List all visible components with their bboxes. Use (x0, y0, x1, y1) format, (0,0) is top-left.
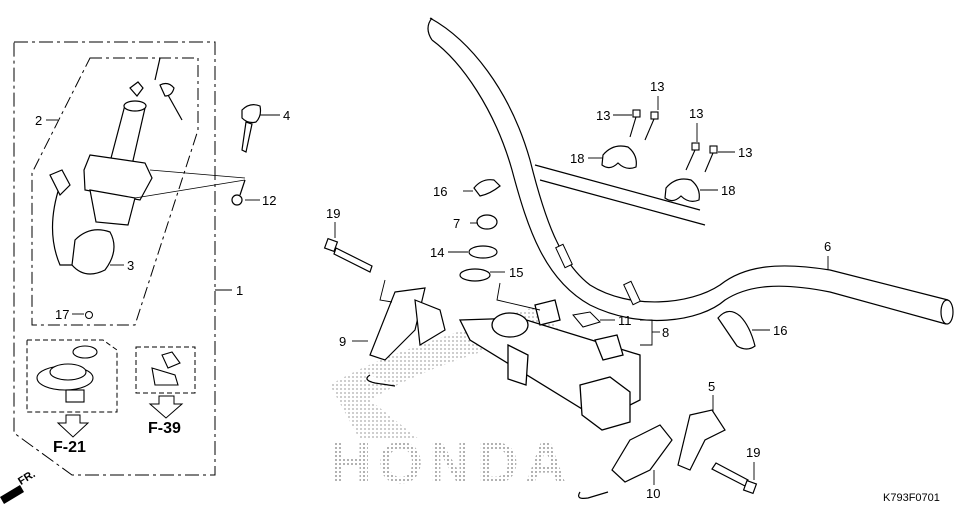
bracket-left-icon (366, 287, 446, 387)
callout-10: 10 (646, 486, 661, 501)
rubber-pad-icon (572, 311, 601, 328)
nut-icon (468, 245, 498, 259)
holder-bolt-icon (629, 109, 718, 173)
callout-15: 15 (509, 265, 524, 280)
front-direction-arrow (0, 485, 24, 504)
callout-16-right: 16 (773, 323, 788, 338)
handlebar-icon (427, 17, 954, 325)
callout-16-top: 16 (433, 184, 448, 199)
seat-lock-icon (151, 351, 181, 386)
screw-icon (231, 179, 246, 206)
callout-19-right: 19 (746, 445, 761, 460)
reference-f39[interactable]: F-39 (148, 420, 181, 437)
callout-13-c: 13 (689, 106, 704, 121)
key-icon (241, 104, 262, 153)
callout-13-b: 13 (650, 79, 665, 94)
ignition-switch-icon (49, 57, 183, 275)
arrow-down-f21 (56, 414, 90, 438)
arrow-down-f39 (148, 395, 184, 419)
clamp-top-icon (473, 179, 501, 197)
callout-4: 4 (283, 108, 291, 123)
callout-6: 6 (824, 239, 832, 254)
diagram-code: K793F0701 (883, 492, 940, 504)
upper-holder-right-icon (664, 178, 700, 202)
handlebar-holder-icon (458, 299, 641, 431)
reference-f21[interactable]: F-21 (53, 439, 86, 456)
callout-13-a: 13 (596, 108, 611, 123)
ignition-kit-boundary (13, 41, 216, 476)
leader-lines (46, 96, 829, 485)
callout-7: 7 (453, 216, 461, 231)
knurl-right (623, 280, 641, 306)
callout-18-a: 18 (570, 151, 585, 166)
callout-2: 2 (35, 113, 43, 128)
clamp-right-icon (717, 310, 756, 350)
callout-5: 5 (708, 379, 716, 394)
cap-icon (476, 214, 498, 230)
washer-icon (459, 268, 491, 282)
bolt-right-icon (711, 462, 758, 495)
screw-small-icon (85, 311, 93, 319)
callout-13-d: 13 (738, 145, 753, 160)
knurl-left (555, 243, 573, 269)
callout-19-left: 19 (326, 206, 341, 221)
callout-1: 1 (236, 283, 244, 298)
bolt-left-icon (323, 237, 373, 273)
fuel-cap-box (26, 339, 118, 413)
callout-9: 9 (339, 334, 347, 349)
callout-3: 3 (127, 258, 135, 273)
seat-lock-box (135, 346, 196, 394)
bracket-right-icon (578, 409, 726, 499)
callout-14: 14 (430, 245, 445, 260)
callout-11: 11 (618, 313, 632, 328)
fuel-cap-icon (36, 345, 98, 403)
upper-holder-left-icon (601, 145, 637, 169)
callout-18-b: 18 (721, 183, 736, 198)
callout-12: 12 (262, 193, 277, 208)
callout-8: 8 (662, 325, 670, 340)
ignition-switch-boundary (31, 57, 199, 326)
honda-watermark: HONDA (330, 431, 573, 496)
callout-17: 17 (55, 307, 70, 322)
